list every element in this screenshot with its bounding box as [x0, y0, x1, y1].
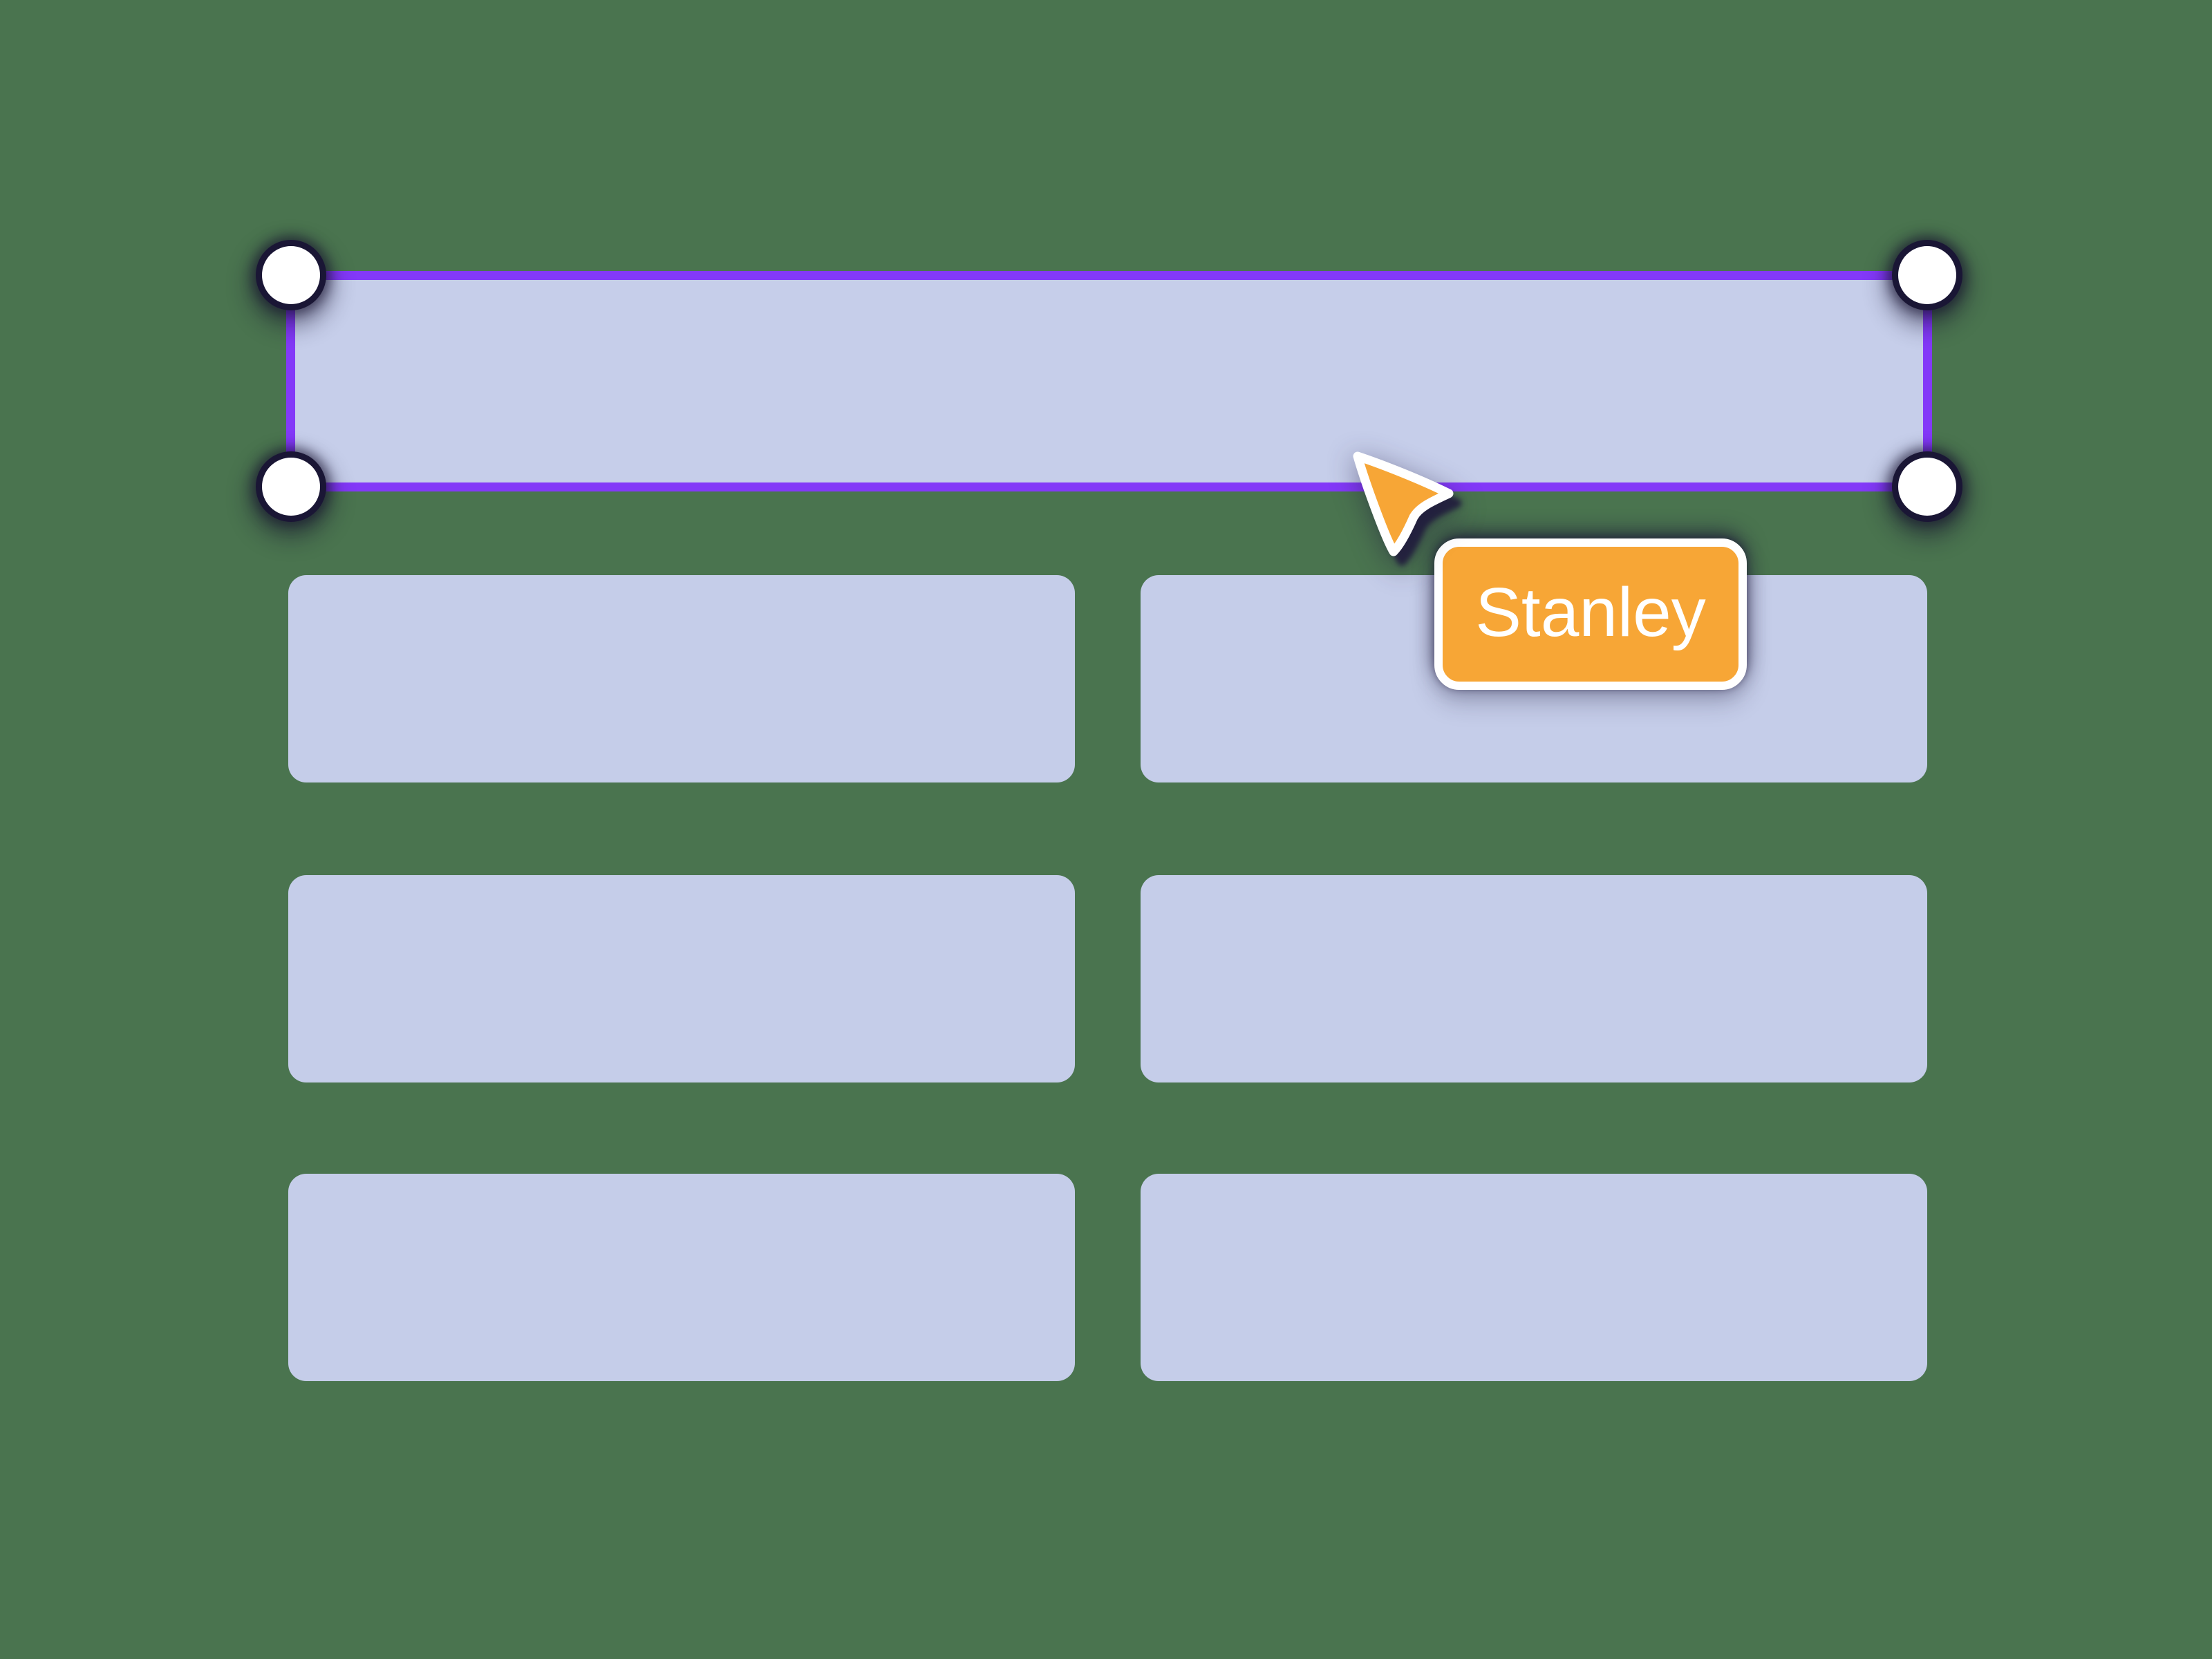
resize-handle-bottom-right[interactable]	[1892, 451, 1962, 522]
resize-handle-top-right[interactable]	[1892, 240, 1962, 310]
content-card[interactable]	[1141, 875, 1927, 1082]
cursor-arrow-shape	[1353, 451, 1454, 556]
content-card[interactable]	[1141, 1174, 1927, 1381]
collaborator-name-tag: Stanley	[1434, 538, 1747, 690]
resize-handle-bottom-left[interactable]	[256, 451, 326, 522]
content-card[interactable]	[288, 575, 1075, 782]
content-card[interactable]	[288, 1174, 1075, 1381]
selected-header-block[interactable]	[286, 271, 1932, 491]
collaborator-name-label: Stanley	[1475, 573, 1706, 651]
collaborator-cursor-icon	[1348, 448, 1465, 571]
content-card[interactable]	[288, 875, 1075, 1082]
resize-handle-top-left[interactable]	[256, 240, 326, 310]
